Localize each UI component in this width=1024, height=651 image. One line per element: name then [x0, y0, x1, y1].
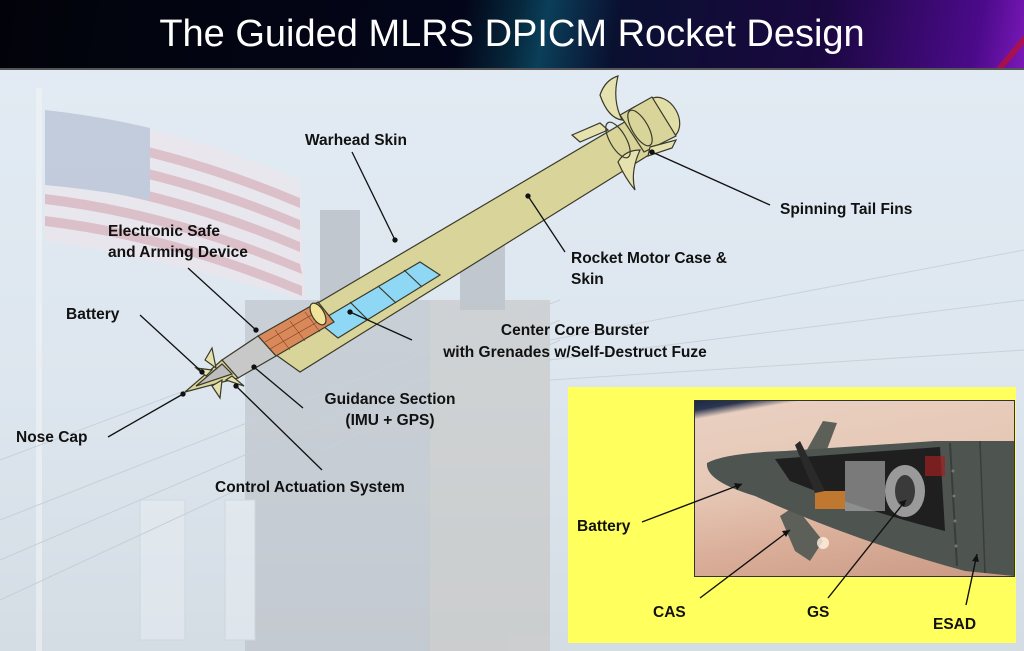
- label-esad-line2: and Arming Device: [108, 244, 248, 261]
- inset-leader-battery: [641, 483, 743, 523]
- leader-spinning-tail-fins: [651, 151, 771, 206]
- label-rocket-motor-line1: Rocket Motor Case &: [571, 250, 727, 267]
- flag: [45, 110, 305, 300]
- label-battery: Battery: [66, 306, 120, 323]
- leader-nose-cap: [107, 393, 184, 438]
- photo-fin: [780, 506, 823, 561]
- leader-esad: [187, 267, 257, 331]
- canard: [224, 375, 245, 387]
- leader-guidance: [253, 366, 304, 409]
- background-scenery: [0, 88, 1024, 651]
- center-core-burster: [316, 261, 442, 339]
- inset-photo: [694, 400, 1015, 577]
- bridge-tower: [245, 300, 435, 651]
- inset-label-cas: CAS: [653, 604, 686, 621]
- inset-leader-cas: [699, 529, 791, 599]
- label-rocket-motor-line2: Skin: [571, 271, 604, 288]
- leader-warhead-skin: [351, 151, 396, 241]
- label-spinning-tail-fins: Spinning Tail Fins: [780, 201, 913, 218]
- rocket-nose-photo: [706, 421, 1014, 576]
- label-control-actuation: Control Actuation System: [215, 479, 405, 496]
- label-center-core-line1: Center Core Burster: [500, 322, 650, 339]
- canard: [204, 346, 217, 370]
- leader-cas: [235, 385, 323, 471]
- tail-fin: [647, 139, 678, 157]
- inset-label-battery: Battery: [577, 518, 631, 535]
- inset-label-esad: ESAD: [933, 616, 977, 633]
- label-center-core-line2: with Grenades w/Self-Destruct Fuze: [443, 344, 707, 361]
- inset-leader-gs: [827, 499, 907, 599]
- label-esad-line1: Electronic Safe: [108, 223, 220, 240]
- tail-fin: [570, 122, 610, 143]
- leader-center-core: [349, 311, 413, 341]
- label-guidance-line2: (IMU + GPS): [345, 412, 435, 429]
- tail-fin: [599, 75, 624, 121]
- label-warhead-skin: Warhead Skin: [305, 132, 407, 149]
- leader-lines: [107, 149, 771, 471]
- title-bar: The Guided MLRS DPICM Rocket Design: [0, 0, 1024, 70]
- label-guidance-line1: Guidance Section: [324, 391, 456, 408]
- slide-title: The Guided MLRS DPICM Rocket Design: [159, 13, 865, 55]
- rocket: [184, 75, 681, 400]
- label-nose-cap: Nose Cap: [16, 429, 88, 446]
- leader-rocket-motor: [527, 195, 566, 253]
- canard: [211, 378, 223, 400]
- flag-pole: [36, 88, 42, 651]
- inset-label-gs: GS: [807, 604, 830, 621]
- tail-fin: [617, 149, 641, 191]
- leader-battery: [139, 314, 203, 373]
- inset-leader-esad: [965, 553, 978, 606]
